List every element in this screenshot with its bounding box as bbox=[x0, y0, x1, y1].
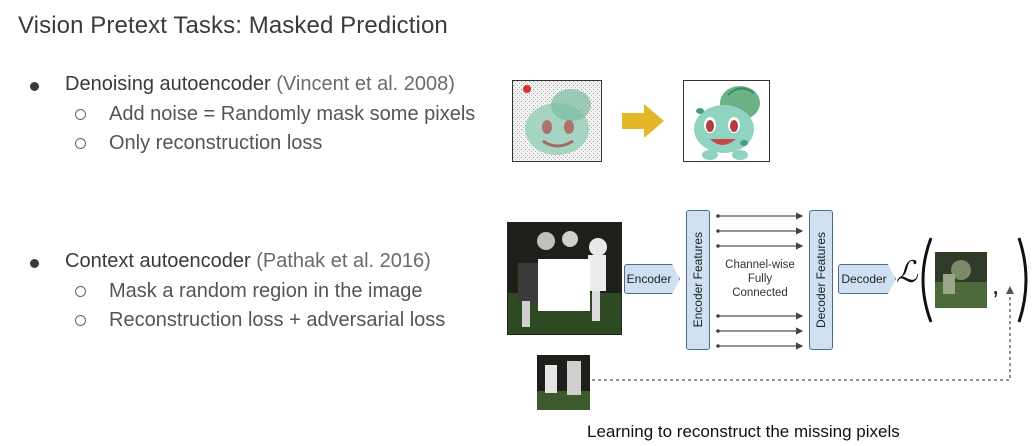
noisy-input-image bbox=[512, 80, 602, 162]
channelwise-line1: Channel-wise bbox=[725, 259, 795, 271]
decoder-label: Decoder bbox=[841, 272, 887, 286]
sub-bullet-ring bbox=[75, 315, 86, 326]
sub-bullet-ring bbox=[75, 138, 86, 149]
sub-bullet-text: Only reconstruction loss bbox=[109, 132, 323, 154]
comma-separator: , bbox=[992, 270, 1000, 300]
decoder-block: Decoder bbox=[838, 264, 896, 294]
masked-region bbox=[538, 259, 590, 311]
ground-truth-patch-image bbox=[537, 355, 590, 410]
encoder-label: Encoder bbox=[626, 272, 672, 286]
sub-bullet-text: Mask a random region in the image bbox=[109, 280, 423, 302]
ground-truth-arrow bbox=[592, 286, 1014, 381]
decoder-features-block: Decoder Features bbox=[809, 210, 833, 350]
channelwise-fc-label: Channel-wise Fully Connected bbox=[716, 258, 804, 300]
sub-bullet-ring bbox=[75, 286, 86, 297]
channelwise-line2: Fully bbox=[747, 273, 773, 285]
predicted-patch-image bbox=[935, 252, 987, 308]
sub-bullet-text: Add noise = Randomly mask some pixels bbox=[109, 103, 476, 125]
bullet-dot bbox=[30, 259, 39, 268]
sub-bullet-ring bbox=[75, 109, 86, 120]
bullet-dot bbox=[30, 82, 39, 91]
bullet-main-text: Context autoencoder bbox=[65, 250, 251, 272]
bullet-citation: (Vincent et al. 2008) bbox=[276, 73, 455, 95]
bullet-main-text: Denoising autoencoder bbox=[65, 73, 271, 95]
encoder-features-block: Encoder Features bbox=[686, 210, 710, 350]
loss-parentheses bbox=[921, 237, 1028, 323]
channelwise-line3: Connected bbox=[732, 287, 788, 299]
bullet-citation: (Pathak et al. 2016) bbox=[256, 250, 431, 272]
slide-title: Vision Pretext Tasks: Masked Prediction bbox=[18, 12, 448, 39]
masked-input-image bbox=[507, 222, 622, 335]
reconstructed-output-image bbox=[683, 80, 770, 162]
figure-caption: Learning to reconstruct the missing pixe… bbox=[587, 422, 900, 441]
arrow-right-icon bbox=[622, 104, 664, 138]
loss-symbol: ℒ bbox=[896, 255, 918, 290]
sub-bullet-text: Reconstruction loss + adversarial loss bbox=[109, 309, 446, 331]
channelwise-connections bbox=[716, 212, 804, 350]
encoder-block: Encoder bbox=[624, 264, 680, 294]
